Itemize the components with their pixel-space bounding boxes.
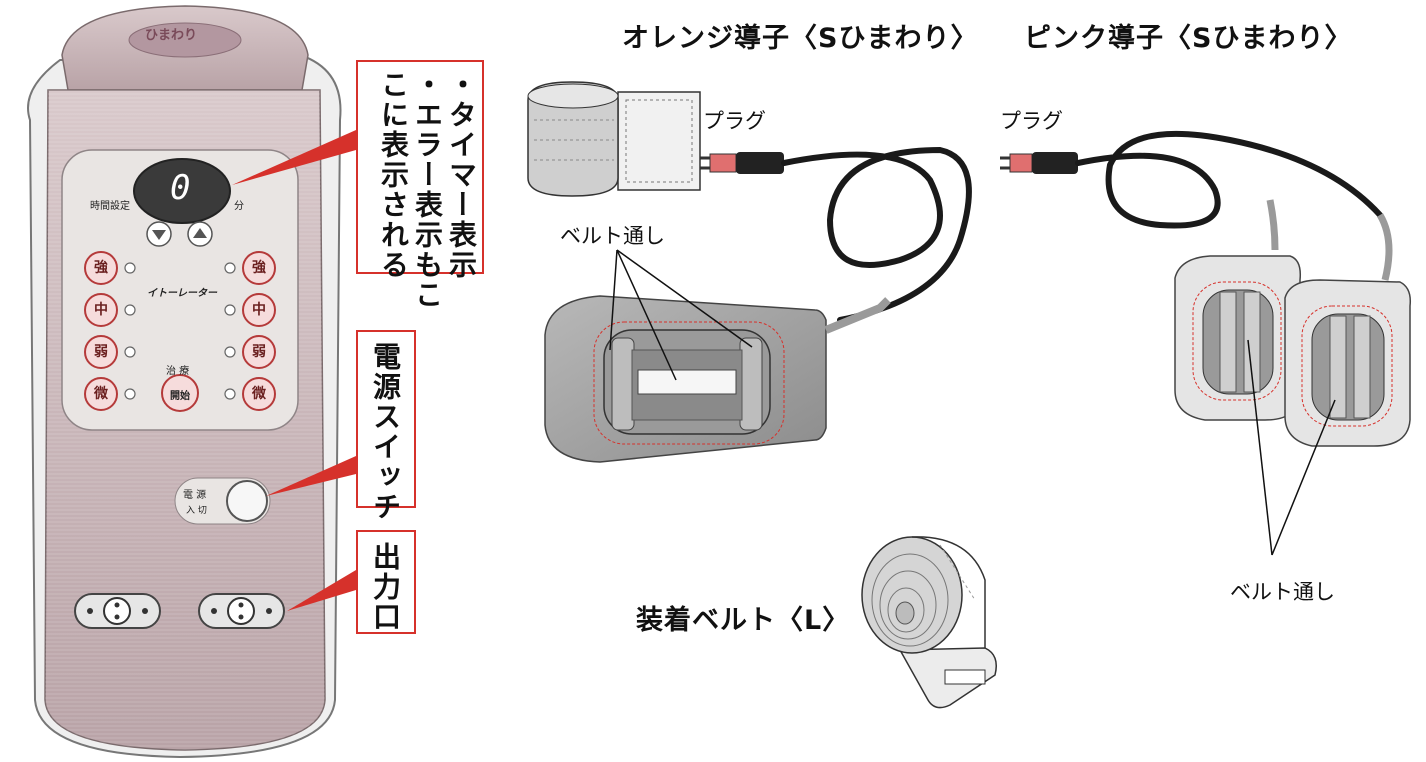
power-label: 電 源 xyxy=(183,490,207,501)
treatment-label: 治 療 xyxy=(166,366,190,377)
right-medium-button[interactable]: 中 xyxy=(252,302,266,318)
display-digit: 0 xyxy=(170,168,191,208)
start-button[interactable]: 開始 xyxy=(170,391,190,402)
right-strong-button[interactable]: 強 xyxy=(252,260,266,276)
orange-pad-heading: オレンジ導子〈Sひまわり〉 xyxy=(622,23,979,54)
device-unit xyxy=(27,5,342,759)
device-logo: ひまわり xyxy=(145,28,198,43)
timer-label: 時間設定 xyxy=(90,201,130,212)
plug-label-pink: プラグ xyxy=(1000,109,1063,133)
callout-pointers xyxy=(232,130,356,611)
left-medium-button[interactable]: 中 xyxy=(94,302,108,318)
belt-loop-label-orange: ベルト通し xyxy=(560,224,665,248)
timer-up-button[interactable] xyxy=(188,222,212,246)
timer-callout-line2: ・エラー表示もこ xyxy=(411,70,444,310)
belt-loop-label-pink: ベルト通し xyxy=(1230,580,1335,604)
plug-label-orange: プラグ xyxy=(703,109,766,133)
belt-l-heading: 装着ベルト〈L〉 xyxy=(636,605,851,636)
left-strong-button[interactable]: 強 xyxy=(94,260,108,276)
left-slight-button[interactable]: 微 xyxy=(94,386,108,402)
orange-pad-set xyxy=(527,81,972,463)
belt-l xyxy=(861,536,997,709)
power-switch-callout-text: 電源スイッチ xyxy=(369,342,402,522)
output-ports xyxy=(74,593,285,629)
brand-label: イトーレーター xyxy=(147,288,217,299)
output-port-callout-text: 出力口 xyxy=(369,542,402,632)
output-port-callout: 出力口 xyxy=(356,530,416,634)
power-switch-callout: 電源スイッチ xyxy=(356,330,416,522)
left-weak-button[interactable]: 弱 xyxy=(94,344,108,360)
power-switch[interactable] xyxy=(227,481,267,521)
right-weak-button[interactable]: 弱 xyxy=(252,344,266,360)
pink-pad-set xyxy=(1000,130,1412,556)
pink-pad-heading: ピンク導子〈Sひまわり〉 xyxy=(1024,23,1353,54)
minute-label: 分 xyxy=(234,201,244,212)
timer-callout-line1: ・タイマー表示 xyxy=(445,70,478,280)
right-slight-button[interactable]: 微 xyxy=(252,386,266,402)
timer-callout-line3: こに表示される xyxy=(377,70,410,280)
timer-callout: ・タイマー表示 ・エラー表示もこ こに表示される xyxy=(356,60,484,310)
timer-down-button[interactable] xyxy=(147,222,171,246)
power-on-off-label: 入 切 xyxy=(186,506,207,516)
